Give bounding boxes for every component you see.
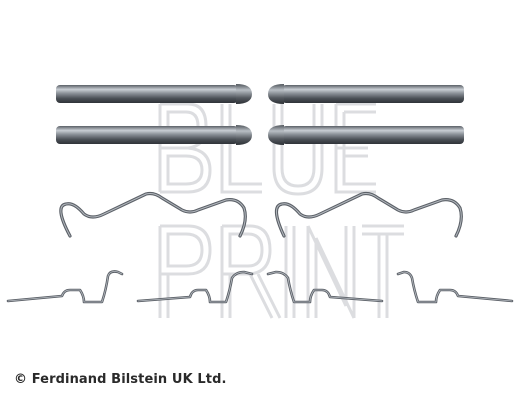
anti-rattle-spring-left [59,191,247,238]
guide-pin-top-left [56,84,252,104]
retaining-clip-1 [6,270,124,304]
retaining-clip-3 [266,270,384,304]
guide-pin-top-right [268,84,464,104]
copyright-notice: © Ferdinand Bilstein UK Ltd. [14,372,227,387]
guide-pin-bottom-left [56,125,252,145]
retaining-clip-4 [396,270,514,304]
anti-rattle-spring-right [274,191,463,238]
guide-pin-bottom-right [268,125,464,145]
retaining-clip-2 [136,270,254,304]
